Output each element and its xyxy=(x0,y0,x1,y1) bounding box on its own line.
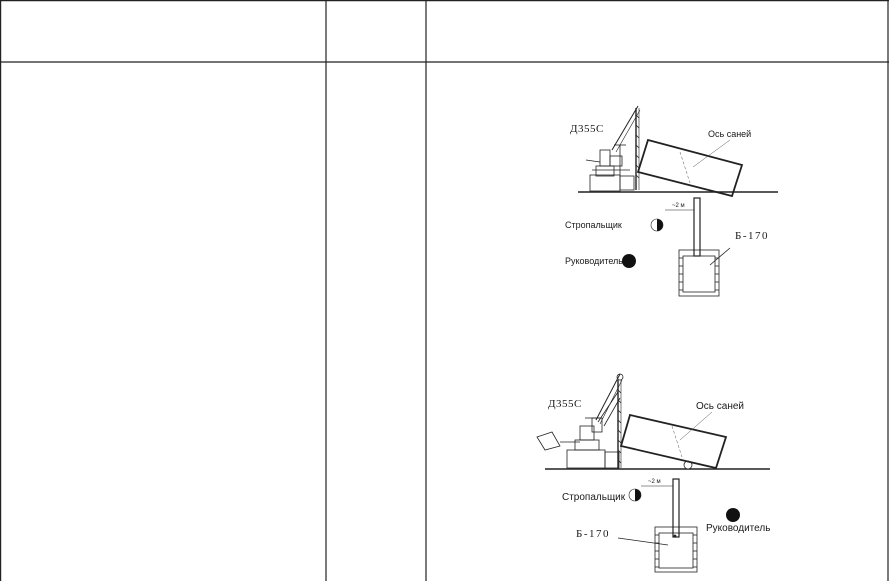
diagram-top: Д355С Ось саней ~2 м Стропальщик Руковод… xyxy=(565,105,778,297)
vehicle-label: Б-170 xyxy=(735,230,769,242)
vehicle-label: Б-170 xyxy=(576,528,610,540)
diagram-bottom: Д355С Ось саней ~2 м Стропальщик Руковод… xyxy=(536,373,770,573)
leader-label: Руководитель xyxy=(565,256,623,266)
slinger-marker xyxy=(635,489,641,501)
leader-label: Руководитель xyxy=(706,523,770,534)
leader-marker xyxy=(726,508,740,522)
sled-body xyxy=(636,138,744,198)
vehicle-b170 xyxy=(617,526,698,573)
dimension-text: ~2 м xyxy=(648,479,661,485)
dimension-text: ~2 м xyxy=(672,203,685,209)
crane-d355c xyxy=(585,105,641,192)
vertical-pipe xyxy=(672,478,680,538)
sled-axis-line xyxy=(679,151,691,184)
leader-marker xyxy=(622,254,636,268)
crane-label: Д355С xyxy=(570,123,604,135)
axis-leader-line xyxy=(692,139,731,168)
sled-body xyxy=(619,413,728,470)
axis-label: Ось саней xyxy=(696,401,744,412)
axis-leader-line xyxy=(679,411,713,441)
slinger-label: Стропальщик xyxy=(565,220,622,230)
crane-d355c xyxy=(536,373,624,469)
vertical-pipe xyxy=(693,197,701,257)
slinger-marker xyxy=(657,219,663,231)
crane-label: Д355С xyxy=(548,398,582,410)
sled-axis-line xyxy=(671,425,683,458)
vehicle-b170 xyxy=(678,247,731,297)
slinger-label: Стропальщик xyxy=(562,492,626,503)
axis-label: Ось саней xyxy=(708,129,751,139)
